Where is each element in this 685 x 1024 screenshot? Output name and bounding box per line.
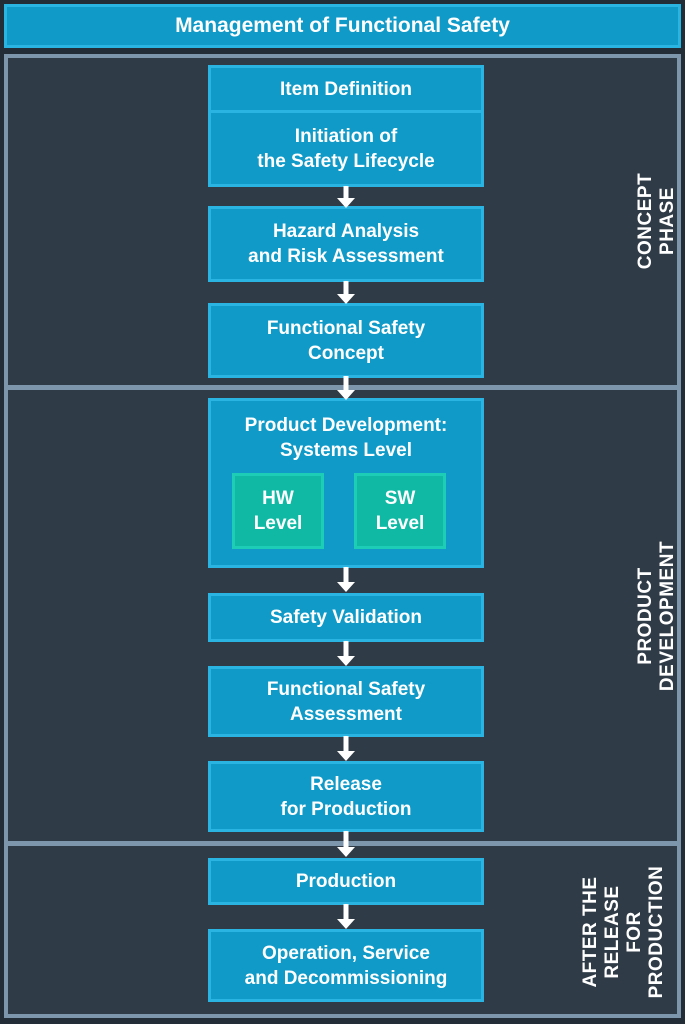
phase-label-concept: CONCEPT PHASE — [635, 172, 678, 270]
node-product-development-systems: Product Development: Systems Level HW Le… — [208, 398, 484, 568]
node-product-development-label: Product Development: Systems Level — [244, 415, 448, 461]
phase-label-product-development: PRODUCT DEVELOPMENT — [635, 540, 678, 692]
node-functional-safety-concept: Functional Safety Concept — [208, 303, 484, 378]
node-hw-level: HW Level — [232, 473, 324, 549]
diagram-title-bar: Management of Functional Safety — [4, 4, 681, 48]
group-split-line — [211, 110, 481, 113]
phase-label-after-release: AFTER THE RELEASE FOR PRODUCTION — [580, 865, 667, 999]
diagram-title: Management of Functional Safety — [175, 14, 510, 37]
section-divider-concept-product — [8, 385, 677, 390]
node-item-definition: Item Definition — [280, 78, 412, 100]
section-divider-product-after — [8, 841, 677, 846]
node-functional-safety-assessment: Functional Safety Assessment — [208, 666, 484, 737]
node-safety-validation: Safety Validation — [208, 593, 484, 642]
flow-arrow-down-icon — [337, 831, 355, 857]
flow-arrow-down-icon — [337, 567, 355, 592]
flow-arrow-down-icon — [337, 641, 355, 666]
node-release-for-production: Release for Production — [208, 761, 484, 832]
node-sw-level: SW Level — [354, 473, 446, 549]
node-group-item-initiation: Item Definition Initiation of the Safety… — [208, 65, 484, 187]
flow-arrow-down-icon — [337, 904, 355, 929]
flow-arrow-down-icon — [337, 281, 355, 304]
node-hazard-analysis: Hazard Analysis and Risk Assessment — [208, 206, 484, 282]
node-operation-service-decommissioning: Operation, Service and Decommissioning — [208, 929, 484, 1002]
flow-arrow-down-icon — [337, 186, 355, 208]
flow-arrow-down-icon — [337, 376, 355, 400]
node-initiation-safety-lifecycle: Initiation of the Safety Lifecycle — [257, 125, 435, 172]
node-production: Production — [208, 858, 484, 905]
flow-arrow-down-icon — [337, 736, 355, 761]
